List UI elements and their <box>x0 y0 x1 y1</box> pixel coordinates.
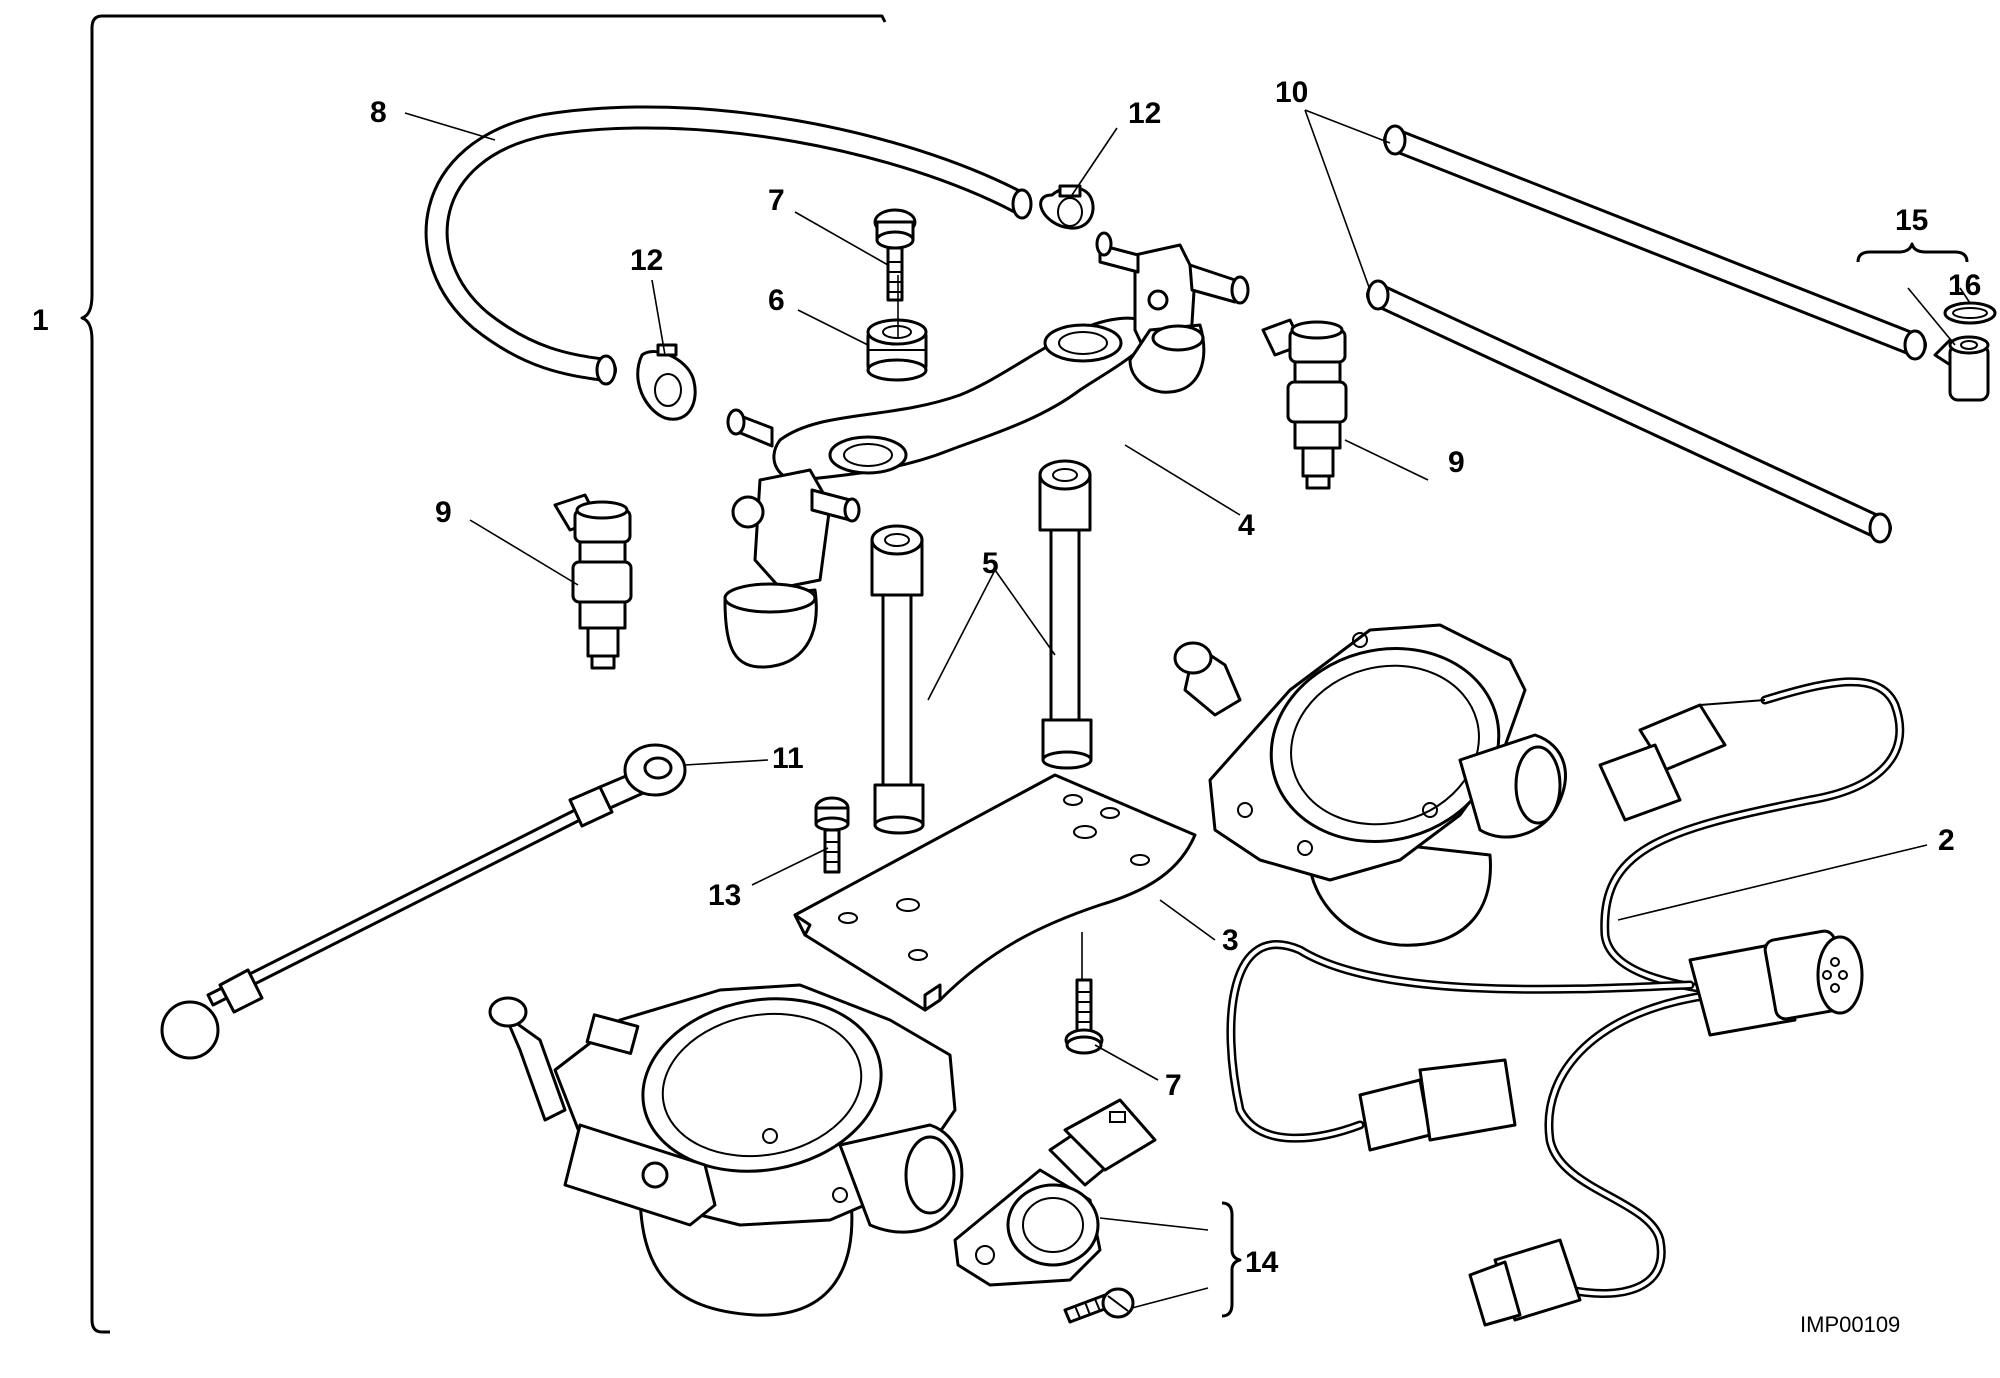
throttle-body-lower <box>488 983 964 1317</box>
callout-12-lower: 12 <box>630 244 663 277</box>
callout-5: 5 <box>982 547 999 580</box>
fuel-injector-9-left <box>553 493 633 670</box>
screw-13 <box>814 796 850 874</box>
fuel-rail-4 <box>723 231 1250 669</box>
leader-lines <box>404 109 1971 1318</box>
callout-15: 15 <box>1895 204 1928 237</box>
callout-14: 14 <box>1245 1246 1279 1279</box>
hose-8 <box>424 105 1033 386</box>
hose-clamp-12-lower <box>636 343 697 421</box>
callout-7-upper: 7 <box>768 184 785 217</box>
spacer-5-right <box>1038 459 1093 770</box>
callout-2: 2 <box>1938 824 1955 857</box>
callout-7-lower: 7 <box>1165 1069 1182 1102</box>
drawing-code: IMP00109 <box>1800 1312 1900 1337</box>
fitting-15 <box>1933 335 1990 402</box>
callout-6: 6 <box>768 284 785 317</box>
screw-7-lower <box>1064 978 1104 1055</box>
callout-4: 4 <box>1238 509 1255 542</box>
callouts: 1 2 3 4 5 6 7 7 8 9 9 10 11 12 12 13 14 … <box>32 76 1981 1337</box>
callout-10: 10 <box>1275 76 1308 109</box>
screw-14 <box>1063 1287 1135 1324</box>
o-ring-16 <box>1943 301 1997 325</box>
callout-16: 16 <box>1948 269 1981 302</box>
bracket-plate-3 <box>793 773 1197 1012</box>
callout-13: 13 <box>708 879 741 912</box>
callout-9-right: 9 <box>1448 446 1465 479</box>
callout-1: 1 <box>32 304 49 337</box>
callout-9-left: 9 <box>435 496 452 529</box>
hose-10 <box>1366 124 1927 544</box>
hose-clamp-12-upper <box>1039 184 1095 230</box>
callout-11: 11 <box>772 742 804 775</box>
fuel-injector-9-right <box>1261 318 1348 490</box>
screw-7-upper <box>873 208 917 302</box>
assembly-bracket-1 <box>80 14 887 1334</box>
linkage-rod-11 <box>160 743 687 1060</box>
throttle-body-upper <box>1173 623 1567 947</box>
callout-8: 8 <box>370 96 387 129</box>
spacer-5-left <box>870 524 925 835</box>
throttle-position-sensor-14 <box>953 1098 1157 1287</box>
grommet-6 <box>866 318 928 382</box>
wiring-harness-2 <box>1226 677 1905 1327</box>
callout-12-upper: 12 <box>1128 97 1161 130</box>
callout-3: 3 <box>1222 924 1239 957</box>
